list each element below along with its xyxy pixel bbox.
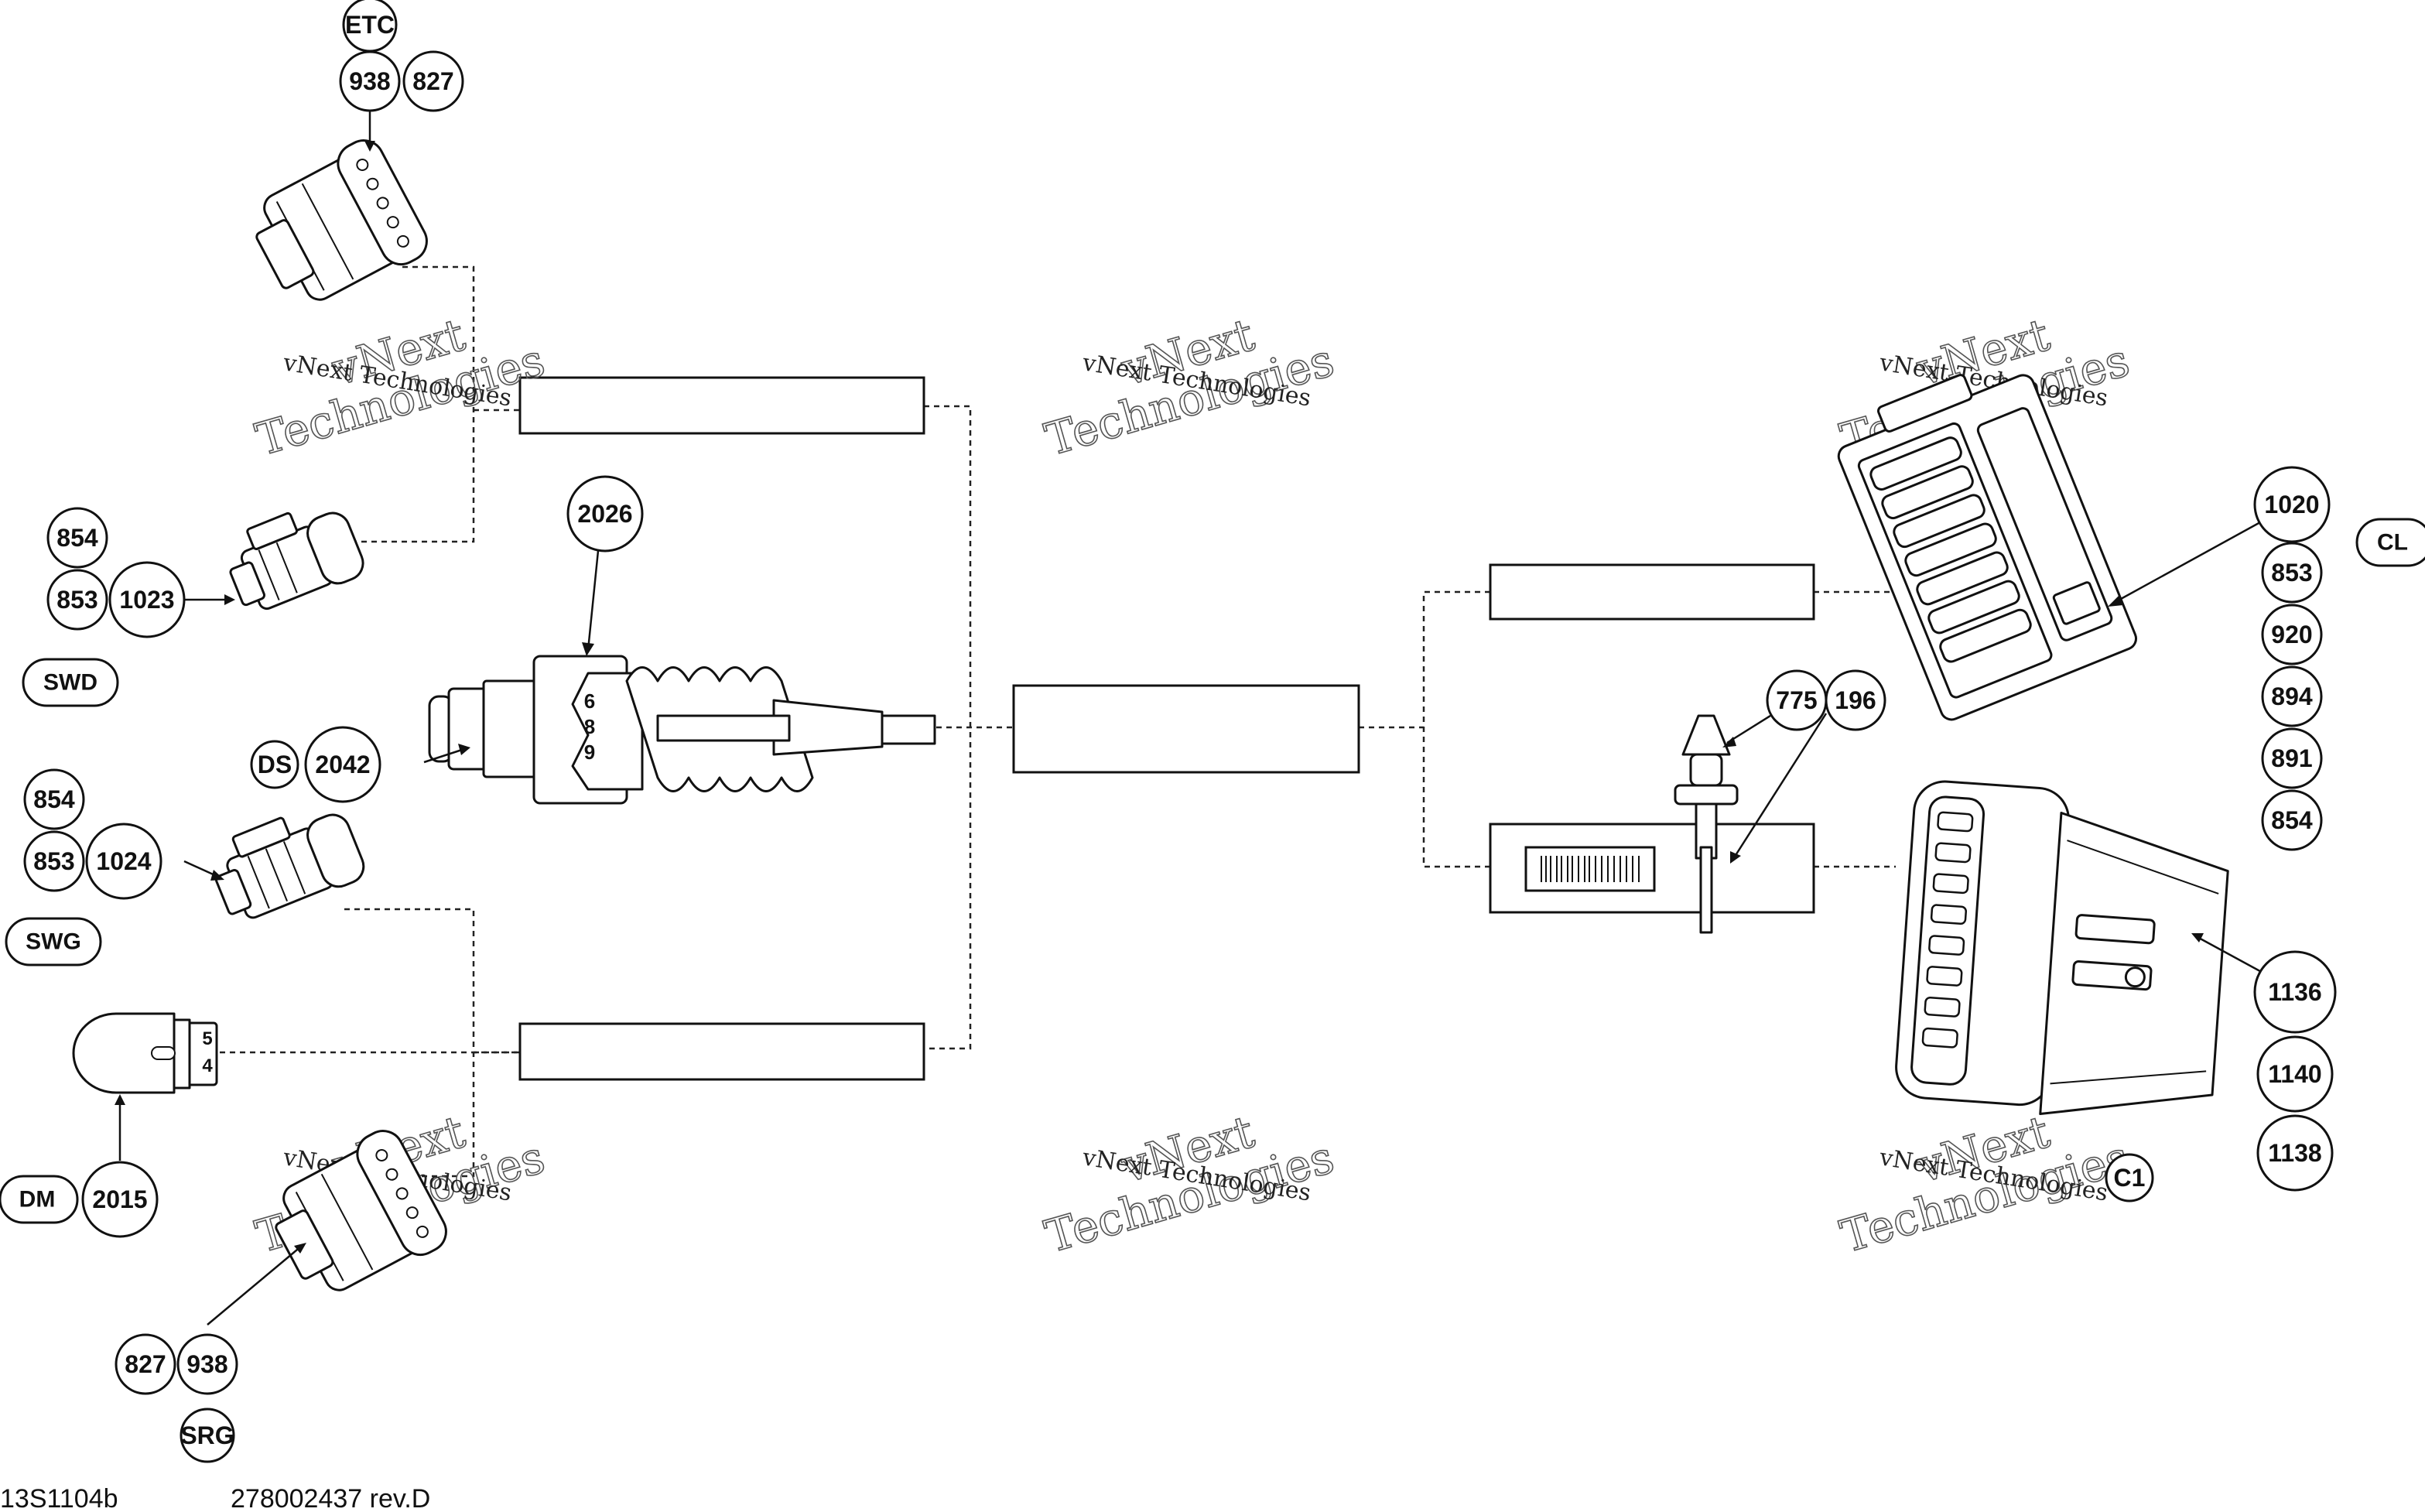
etc-label: ETC — [342, 0, 398, 53]
c1-connector — [1895, 780, 2229, 1116]
svg-text:1020: 1020 — [2264, 491, 2319, 518]
harness-box-upper-left — [518, 376, 925, 435]
svg-text:1140: 1140 — [2268, 1060, 2321, 1088]
svg-text:1136: 1136 — [2268, 978, 2321, 1006]
svg-text:853: 853 — [56, 586, 97, 614]
svg-text:1023: 1023 — [119, 586, 174, 614]
svg-text:2015: 2015 — [92, 1185, 147, 1213]
swd-label: SWD — [22, 658, 119, 707]
part-1020: 1020 — [2253, 466, 2331, 543]
swd-connector — [229, 511, 364, 611]
svg-text:SWD: SWD — [43, 670, 97, 696]
svg-text:854: 854 — [56, 524, 98, 552]
svg-text:2026: 2026 — [577, 500, 632, 528]
part-1023: 1023 — [108, 561, 186, 638]
diagram-code: 13S1104b — [0, 1484, 118, 1512]
srg-connector — [275, 1130, 447, 1291]
harness-box-center — [1012, 684, 1360, 774]
part-853-swd: 853 — [46, 569, 108, 631]
harness-lines — [190, 265, 1934, 1178]
sensor-pin-5: 5 — [202, 1028, 212, 1049]
switch-pin-8: 8 — [584, 715, 595, 738]
svg-text:775: 775 — [1776, 686, 1817, 714]
svg-text:SRG: SRG — [180, 1421, 234, 1449]
part-827-top: 827 — [402, 50, 464, 112]
harness-box-lower-left — [518, 1022, 925, 1081]
cl-label: CL — [2355, 518, 2425, 567]
ds-label: DS — [250, 740, 299, 789]
svg-text:894: 894 — [2271, 682, 2313, 710]
part-number-revision: 278002437 rev.D — [231, 1484, 430, 1512]
svg-text:827: 827 — [412, 67, 453, 95]
part-196: 196 — [1825, 669, 1886, 731]
svg-text:920: 920 — [2271, 621, 2312, 648]
svg-text:1138: 1138 — [2268, 1139, 2321, 1167]
srg-label: SRG — [180, 1408, 235, 1463]
part-827-bottom: 827 — [115, 1333, 176, 1395]
part-2042: 2042 — [304, 726, 381, 803]
part-2015: 2015 — [81, 1161, 159, 1238]
c1-label: C1 — [2105, 1153, 2154, 1202]
svg-text:196: 196 — [1835, 686, 1876, 714]
part-775: 775 — [1766, 669, 1828, 731]
part-853-cl: 853 — [2261, 542, 2323, 604]
part-891: 891 — [2261, 727, 2323, 789]
leader-lines — [115, 104, 2268, 1326]
part-1024: 1024 — [85, 823, 162, 900]
part-854-cl: 854 — [2261, 789, 2323, 851]
part-1138: 1138 — [2256, 1114, 2334, 1192]
part-854-swg: 854 — [23, 768, 85, 830]
part-854-swd: 854 — [46, 507, 108, 569]
part-920: 920 — [2261, 604, 2323, 665]
svg-text:938: 938 — [186, 1350, 227, 1378]
dm-label: DM — [0, 1175, 79, 1224]
etc-label-text: ETC — [345, 11, 395, 39]
swg-connector — [214, 813, 365, 919]
svg-text:1024: 1024 — [96, 847, 151, 875]
harness-boxes — [518, 376, 1815, 1081]
cl-connector — [1837, 374, 2138, 721]
part-938-top: 938 — [339, 50, 401, 112]
dm-sensor: 5 4 — [72, 1012, 218, 1094]
svg-text:938: 938 — [349, 67, 390, 95]
etc-connector — [255, 139, 428, 301]
svg-text:CL: CL — [2377, 530, 2408, 556]
part-853-swg: 853 — [23, 830, 85, 892]
svg-text:827: 827 — [125, 1350, 166, 1378]
swg-label: SWG — [5, 917, 102, 966]
svg-text:854: 854 — [2271, 806, 2313, 834]
svg-text:DS: DS — [258, 751, 292, 778]
svg-text:C1: C1 — [2114, 1164, 2146, 1192]
part-938-bottom: 938 — [176, 1333, 238, 1395]
svg-text:2042: 2042 — [315, 751, 370, 778]
svg-text:854: 854 — [33, 785, 75, 813]
ds-switch: 6 8 9 — [428, 655, 936, 805]
part-2026: 2026 — [566, 475, 644, 552]
svg-text:891: 891 — [2271, 744, 2312, 772]
switch-pin-9: 9 — [584, 741, 595, 764]
switch-pin-6: 6 — [584, 689, 595, 713]
barcode-label — [1524, 846, 1656, 892]
svg-text:853: 853 — [2271, 559, 2312, 587]
sensor-pin-4: 4 — [202, 1055, 213, 1076]
harness-box-upper-right — [1489, 563, 1815, 621]
part-1136: 1136 — [2253, 950, 2337, 1034]
svg-text:SWG: SWG — [26, 929, 81, 955]
part-1140: 1140 — [2256, 1035, 2334, 1113]
svg-text:DM: DM — [19, 1187, 56, 1213]
svg-text:853: 853 — [33, 847, 74, 875]
push-pin — [1674, 714, 1739, 934]
part-894: 894 — [2261, 665, 2323, 727]
